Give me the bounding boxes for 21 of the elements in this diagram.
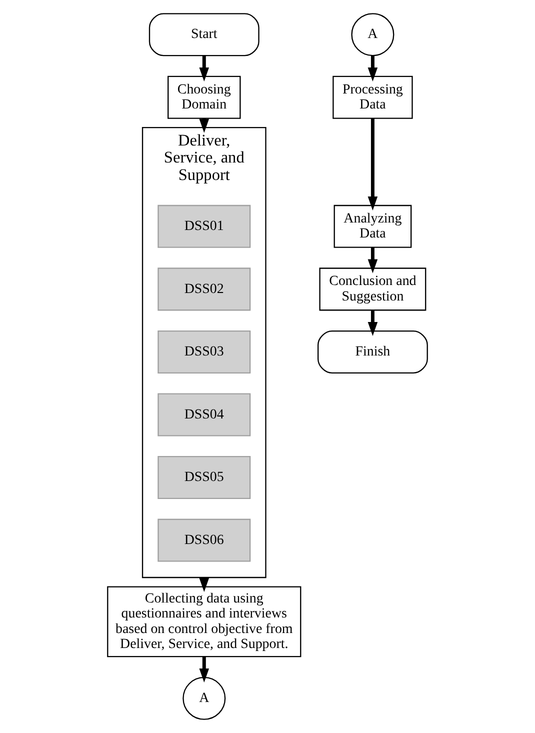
node-box: Choosing Domain xyxy=(168,76,241,119)
node-box: Conclusion and Suggestion xyxy=(319,268,426,311)
node-box: Processing Data xyxy=(332,76,413,119)
arrow xyxy=(199,56,210,82)
node-box: DSS02 xyxy=(158,268,251,311)
node-circle: A xyxy=(351,13,394,56)
node-box: Finish xyxy=(317,330,428,374)
arrow xyxy=(368,247,378,274)
node-box: DSS01 xyxy=(158,204,251,248)
node-box: DSS04 xyxy=(158,393,251,436)
arrow xyxy=(368,56,378,82)
node-box: DSS06 xyxy=(158,518,251,562)
node-box: DSS03 xyxy=(158,330,251,374)
node-box: Analyzing Data xyxy=(334,204,412,248)
arrow xyxy=(368,118,378,210)
node-box: DSS05 xyxy=(158,456,251,500)
arrow xyxy=(199,656,210,683)
arrow xyxy=(368,310,378,336)
node-circle: A xyxy=(182,676,226,720)
node-box: Collecting data using questionnaires and interviews based on control objective from Deliver, Service, and Support. xyxy=(107,586,302,658)
node-box: Start xyxy=(148,13,260,56)
